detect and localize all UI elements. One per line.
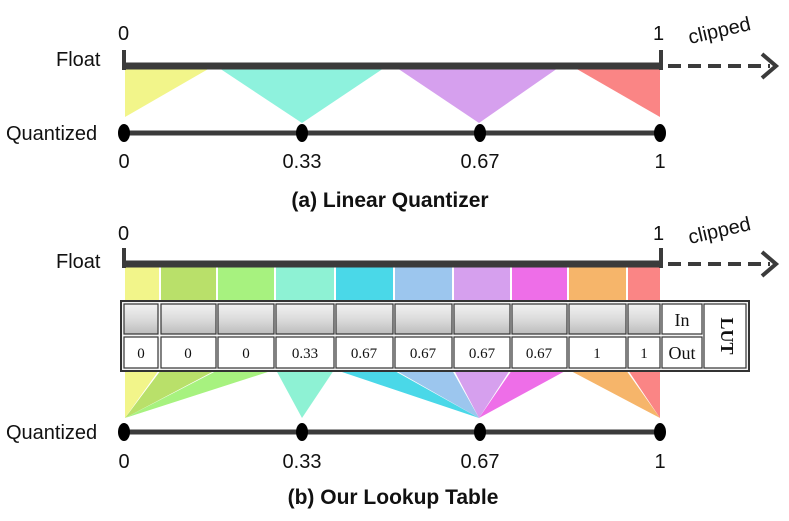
- lut-out-cell-8: [511, 336, 568, 369]
- lut-out-cell-3: [217, 336, 275, 369]
- panel-b: Float 0 1 clipped: [6, 213, 780, 509]
- lut-in-row: [123, 303, 661, 335]
- clip-arrow-a-head: [760, 52, 780, 80]
- clipped-label-a: clipped: [686, 13, 753, 49]
- clip-arrow-b-head: [760, 250, 780, 278]
- map-b-9: [569, 370, 660, 418]
- quant-point-a-0: [118, 124, 130, 142]
- bin-a-4: [575, 68, 660, 117]
- map-b-8: [479, 370, 567, 418]
- lut-out-cell-10: [627, 336, 661, 369]
- quant-tick-a-3: 1: [654, 151, 665, 173]
- float-bin-b-4: [276, 266, 334, 303]
- float-bin-b-5: [336, 266, 393, 303]
- map-b-10: [628, 370, 660, 418]
- float-label-b: Float: [56, 251, 101, 273]
- lut-out-value-5: 0.67: [351, 346, 378, 362]
- lut-out-header-cell: [661, 336, 703, 369]
- lut-out-row: [123, 336, 661, 369]
- float-tick-end-a: 1: [653, 23, 664, 45]
- float-bins-b: [125, 266, 660, 303]
- float-tick-start-a: 0: [118, 23, 129, 45]
- float-bin-b-8: [512, 266, 567, 303]
- float-tick-end-b: 1: [653, 223, 664, 245]
- float-bin-b-10: [628, 266, 660, 303]
- quant-point-b-2: [474, 423, 486, 441]
- lut-out-cell-2: [160, 336, 217, 369]
- lut-in-cell-3: [217, 303, 275, 335]
- lut-out-value-7: 0.67: [469, 346, 496, 362]
- quant-tick-a-2: 0.67: [461, 151, 500, 173]
- lut-in-cell-5: [335, 303, 394, 335]
- lut-out-cell-9: [568, 336, 627, 369]
- lut-in-cell-10: [627, 303, 661, 335]
- quant-point-b-1: [296, 423, 308, 441]
- lut-in-cell-9: [568, 303, 627, 335]
- quant-tick-a-1: 0.33: [283, 151, 322, 173]
- quant-tick-b-3: 1: [654, 451, 665, 473]
- lut-out-value-2: 0: [184, 346, 192, 362]
- lut-out-cell-7: [453, 336, 511, 369]
- float-bin-b-2: [161, 266, 216, 303]
- lut-in-cell-4: [275, 303, 335, 335]
- map-b-6: [395, 370, 479, 418]
- clipped-label-b: clipped: [686, 213, 753, 249]
- bin-a-3: [397, 68, 558, 123]
- map-b-5: [336, 370, 479, 418]
- lut-in-cell-8: [511, 303, 568, 335]
- quant-tick-b-2: 0.67: [461, 451, 500, 473]
- quant-tick-b-1: 0.33: [283, 451, 322, 473]
- lut-side-label: LUT: [717, 317, 737, 354]
- caption-a: (a) Linear Quantizer: [291, 189, 488, 212]
- float-bin-b-1: [125, 266, 159, 303]
- map-b-1: [125, 370, 159, 418]
- lut-out-cell-5: [335, 336, 394, 369]
- bin-a-2: [219, 68, 384, 123]
- lut-in-header-cell: [661, 303, 703, 335]
- caption-b: (b) Our Lookup Table: [288, 486, 499, 509]
- lut-in-cell-7: [453, 303, 511, 335]
- float-tick-start-b: 0: [118, 223, 129, 245]
- lut-in-cell-6: [394, 303, 453, 335]
- lut-in-cell-2: [160, 303, 217, 335]
- quantized-label-a: Quantized: [6, 123, 97, 145]
- float-bin-b-9: [569, 266, 626, 303]
- lut-out-label: Out: [669, 343, 696, 363]
- lut-out-value-1: 0: [137, 346, 145, 362]
- lut-out-value-3: 0: [242, 346, 250, 362]
- quant-point-a-1: [296, 124, 308, 142]
- map-b-7: [454, 370, 510, 418]
- mapping-triangles-b: [125, 370, 660, 418]
- lut-out-value-8: 0.67: [526, 346, 553, 362]
- map-b-2: [125, 370, 216, 418]
- float-label-a: Float: [56, 49, 101, 71]
- quant-tick-b-0: 0: [118, 451, 129, 473]
- float-bin-b-7: [454, 266, 510, 303]
- lut-in-cell-1: [123, 303, 159, 335]
- map-b-3: [125, 370, 274, 418]
- quant-point-b-0: [118, 423, 130, 441]
- quant-tick-a-0: 0: [118, 151, 129, 173]
- panel-a: Float 0 1 clipped Quantized 0 0.33 0.67 …: [6, 13, 780, 212]
- lut-side-cell: [703, 303, 747, 369]
- lookup-table: 0 0 0 0.33 0.67 0.67 0.67 0.67 1 1 In Ou…: [120, 300, 750, 372]
- lut-out-cell-6: [394, 336, 453, 369]
- float-bin-b-6: [395, 266, 452, 303]
- bin-a-1: [125, 68, 210, 117]
- lut-in-label: In: [675, 310, 690, 330]
- quant-point-a-3: [654, 124, 666, 142]
- lut-out-value-4: 0.33: [292, 346, 318, 362]
- map-b-4: [276, 370, 334, 418]
- lut-out-value-9: 1: [593, 346, 601, 362]
- quant-point-b-3: [654, 423, 666, 441]
- quantized-label-b: Quantized: [6, 422, 97, 444]
- lut-out-cell-1: [123, 336, 159, 369]
- lut-out-value-6: 0.67: [410, 346, 437, 362]
- lut-out-value-10: 1: [640, 346, 648, 362]
- float-bin-b-3: [218, 266, 274, 303]
- quant-point-a-2: [474, 124, 486, 142]
- lut-out-cell-4: [275, 336, 335, 369]
